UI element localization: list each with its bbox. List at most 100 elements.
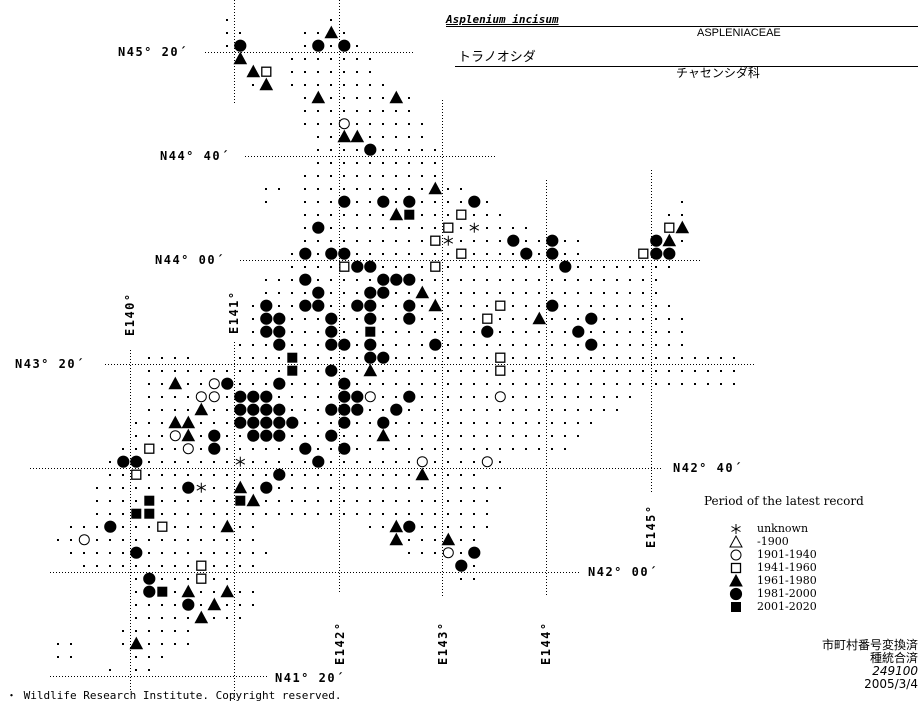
grid-dot [356,331,358,333]
grid-dot [525,422,527,424]
lat-label: N43° 20´ [15,357,85,371]
grid-dot [291,448,293,450]
grid-dot [447,370,449,372]
grid-dot [278,188,280,190]
grid-dot [681,357,683,359]
grid-dot [343,97,345,99]
grid-dot [213,591,215,593]
grid-dot [135,578,137,580]
grid-dot [213,474,215,476]
grid-dot [408,344,410,346]
grid-dot [382,123,384,125]
grid-dot [720,383,722,385]
grid-dot [512,396,514,398]
grid-dot [707,357,709,359]
grid-dot [291,331,293,333]
grid-dot [161,604,163,606]
grid-dot [668,357,670,359]
grid-dot [590,279,592,281]
record-marker-filled-circle [273,468,286,481]
record-marker-filled-circle [286,416,299,429]
grid-dot [434,370,436,372]
grid-dot [200,513,202,515]
grid-dot [148,357,150,359]
grid-dot [356,513,358,515]
grid-dot [460,552,462,554]
grid-dot [213,370,215,372]
grid-dot [408,435,410,437]
grid-dot [603,318,605,320]
grid-dot [213,409,215,411]
grid-dot [525,409,527,411]
grid-dot [408,292,410,294]
grid-dot [304,487,306,489]
grid-dot [343,279,345,281]
grid-dot [382,188,384,190]
grid-dot [226,578,228,580]
record-marker-filled-triangle [389,207,404,221]
grid-dot [239,591,241,593]
record-marker-asterisk [469,222,480,233]
grid-dot [304,110,306,112]
legend-label: 1941-1960 [757,561,817,574]
grid-dot [512,331,514,333]
record-marker-filled-circle [364,143,377,156]
grid-dot [200,500,202,502]
grid-dot [161,552,163,554]
record-marker-filled-circle [260,312,273,325]
record-marker-filled-circle [247,390,260,403]
grid-dot [304,188,306,190]
grid-dot [265,292,267,294]
grid-dot [343,71,345,73]
record-marker-filled-circle [572,325,585,338]
grid-dot [317,435,319,437]
lon-label: E145° [644,504,658,548]
grid-dot [499,422,501,424]
grid-dot [447,344,449,346]
grid-dot [525,344,527,346]
grid-dot [317,409,319,411]
grid-dot [96,565,98,567]
grid-dot [330,422,332,424]
grid-dot [460,305,462,307]
grid-dot [447,383,449,385]
grid-dot [356,175,358,177]
grid-dot [148,370,150,372]
grid-dot [369,474,371,476]
record-marker-filled-circle [351,390,364,403]
grid-dot [473,214,475,216]
record-marker-filled-circle [585,338,598,351]
record-marker-filled-triangle [259,77,274,91]
legend-filled-square-icon [731,602,741,612]
grid-dot [174,474,176,476]
grid-dot [421,357,423,359]
grid-dot [525,396,527,398]
grid-dot [629,279,631,281]
grid-dot [252,604,254,606]
grid-dot [291,58,293,60]
grid-dot [265,383,267,385]
grid-dot [317,201,319,203]
grid-dot [408,136,410,138]
grid-dot [408,175,410,177]
grid-dot [291,318,293,320]
grid-dot [616,370,618,372]
grid-dot [187,474,189,476]
grid-dot [629,357,631,359]
record-marker-filled-square [235,495,246,506]
grid-dot [486,383,488,385]
grid-dot [460,513,462,515]
grid-dot [239,383,241,385]
grid-dot [447,279,449,281]
grid-dot [343,110,345,112]
grid-dot [447,474,449,476]
record-marker-filled-triangle [168,376,183,390]
grid-dot [213,565,215,567]
record-marker-filled-circle [312,221,325,234]
grid-dot [577,305,579,307]
grid-dot [616,331,618,333]
grid-dot [655,266,657,268]
grid-dot [447,188,449,190]
grid-dot [252,513,254,515]
grid-dot [96,487,98,489]
